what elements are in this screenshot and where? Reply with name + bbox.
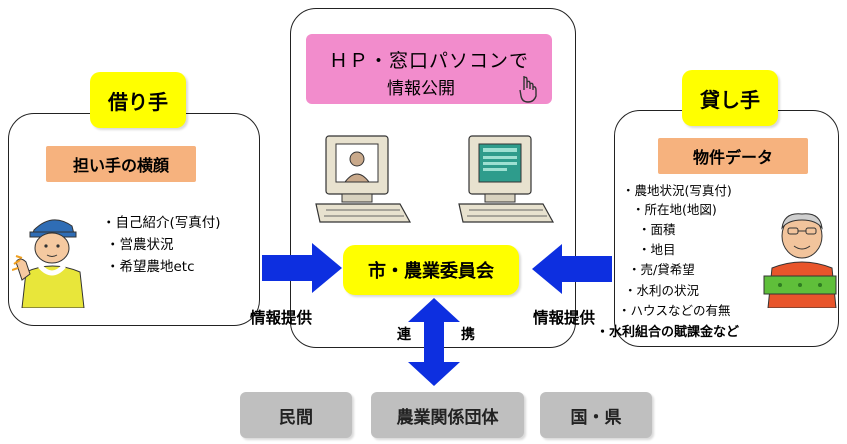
lender-item-6: ・水利の状況 — [624, 283, 700, 298]
partner-gov: 国・県 — [540, 392, 652, 438]
elderly-farmer-illustration — [763, 213, 837, 308]
coop-left-text: 連 — [397, 327, 411, 343]
lender-title: 貸し手 — [682, 70, 778, 126]
left-flow-label: 情報提供 — [250, 309, 313, 327]
lender-item-2: ・所在地(地図) — [632, 202, 717, 217]
lender-item-8: ・水利組合の賦課金など — [596, 325, 740, 340]
lender-item-4: ・地目 — [638, 242, 676, 257]
vertical-double-arrow — [408, 298, 460, 386]
hp-line-2: 情報公開 — [387, 79, 455, 99]
coop-right-text: 携 — [461, 327, 475, 343]
partner-private: 民間 — [240, 392, 352, 438]
right-flow-label: 情報提供 — [533, 309, 596, 327]
right-flow-arrow — [532, 244, 612, 294]
borrower-item-3: ・希望農地etc — [106, 259, 195, 275]
lender-item-1: ・農地状況(写真付) — [622, 183, 732, 198]
hp-line-1: ＨＰ・窓口パソコンで — [328, 50, 529, 72]
lender-item-7: ・ハウスなどの有無 — [618, 303, 731, 318]
partner-agri-orgs: 農業関係団体 — [371, 392, 524, 438]
borrower-title: 借り手 — [90, 72, 186, 128]
hp-banner: ＨＰ・窓口パソコンで 情報公開 — [306, 34, 552, 104]
pointing-hand-icon — [519, 76, 537, 103]
lender-item-3: ・面積 — [638, 222, 676, 237]
young-farmer-illustration — [12, 219, 85, 308]
borrower-item-1: ・自己紹介(写真付) — [102, 215, 221, 231]
left-flow-arrow — [262, 243, 342, 293]
lender-item-5: ・売/貸希望 — [628, 262, 695, 277]
borrower-item-2: ・営農状況 — [106, 237, 174, 253]
computer-icon-left — [315, 135, 412, 223]
borrower-subtitle: 担い手の横顔 — [46, 146, 196, 182]
computer-icon-right — [458, 135, 555, 223]
lender-subtitle: 物件データ — [658, 138, 808, 174]
committee-label: 市・農業委員会 — [343, 245, 519, 295]
